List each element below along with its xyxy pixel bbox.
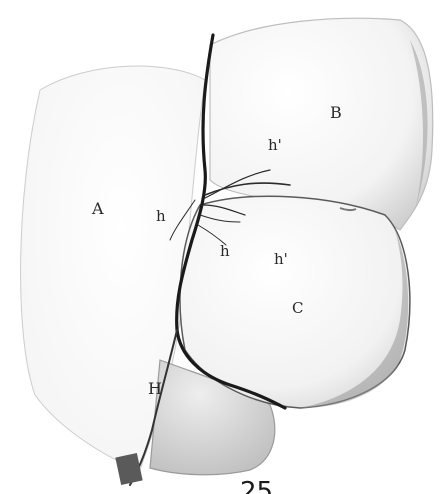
label-h-prime-c: h' bbox=[274, 250, 288, 268]
label-h-left: h bbox=[156, 207, 166, 225]
label-c: C bbox=[292, 299, 303, 317]
label-a: A bbox=[91, 199, 104, 218]
figure-number: 25 bbox=[240, 477, 273, 494]
label-h-mid: h bbox=[220, 242, 230, 260]
label-b: B bbox=[330, 103, 342, 122]
label-h-prime-top: h' bbox=[268, 136, 282, 154]
label-h-trunk: H bbox=[148, 379, 162, 398]
